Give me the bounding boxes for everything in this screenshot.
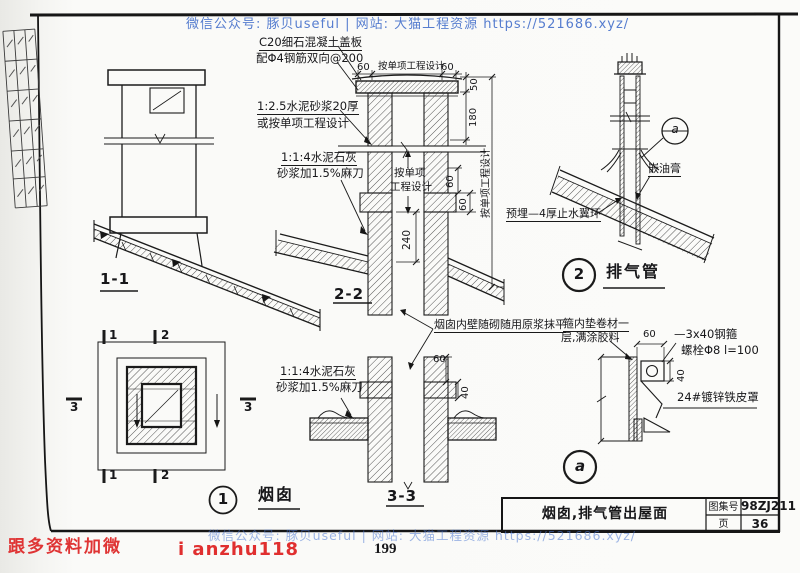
detail-a-circle-letter: a: [574, 457, 586, 475]
title-block-title: 烟囱,排气管出屋面: [541, 506, 669, 522]
plan-mark-3-right: 3: [244, 400, 253, 414]
plan-mark-3-left: 3: [70, 400, 79, 414]
flue-note-2: 工程设计: [390, 181, 432, 193]
watermark-red-wechat: i anzhu118: [178, 539, 300, 560]
watermark-red-left: 跟多资料加微: [8, 537, 122, 557]
note-sheet-cover: 24#镀锌铁皮罩: [677, 390, 759, 404]
page-number: 199: [374, 541, 397, 557]
dim-top-per-design: 按单项工程设计: [378, 61, 445, 72]
title-block-page-value: 36: [751, 517, 769, 531]
note-mortar-2: 或按单项工程设计: [257, 116, 349, 130]
plan-title: 烟囱: [258, 485, 295, 504]
note-pad-2: 层,满涂胶料: [561, 331, 620, 344]
vent-title: 排气管: [606, 262, 661, 281]
flue-note-1: 按单项: [394, 167, 426, 179]
vent-circle-number: 2: [573, 265, 585, 283]
dim-40-s3: 40: [460, 386, 471, 399]
note-pad-1: 箍内垫卷材一: [563, 317, 629, 333]
dim-240: 240: [401, 229, 413, 250]
plan-mark-2-top: 2: [161, 328, 170, 342]
dim-60-upper: 60: [445, 175, 456, 188]
dim-50: 50: [469, 78, 480, 91]
note-caulk: 嵌油膏: [648, 162, 681, 178]
note-concrete-cover-1: C20细石混凝土盖板: [259, 35, 363, 51]
note-lime-s3-1: 1:1:4水泥石灰: [280, 364, 356, 380]
note-hoop-2: 螺栓Φ8 l=100: [681, 343, 759, 357]
dim-top-left-60: 60: [357, 62, 370, 73]
binding-strip-table: [2, 28, 48, 209]
note-waterstop-ring: 预埋—4厚止水翼环: [506, 207, 601, 223]
detail-ref-a: a: [671, 122, 679, 136]
plan-circle-number: 1: [217, 490, 229, 508]
note-lime-s3-2: 砂浆加1.5%麻刀: [276, 380, 363, 394]
vent-detail-linework: [549, 53, 715, 293]
dim-180: 180: [468, 107, 479, 127]
plan-linework: [66, 330, 300, 515]
dim-60-s3: 60: [433, 354, 446, 365]
dim-top-right-60: 60: [441, 62, 454, 73]
elevation-1-1-linework: [93, 69, 321, 331]
detail-a-linework: [562, 340, 757, 485]
title-block-frame: [501, 497, 780, 533]
note-lime-s2-2: 砂浆加1.5%麻刀: [277, 166, 364, 180]
elevation-label: 1-1: [100, 270, 131, 288]
plan-mark-1-top: 1: [109, 328, 118, 342]
note-concrete-cover-2: 配Φ4钢筋双向@200: [256, 51, 364, 65]
section-3-3-linework: [309, 309, 497, 507]
note-hoop-1: —3x40钢箍: [674, 327, 738, 341]
plan-mark-2-bottom: 2: [161, 468, 170, 482]
title-block-atlas-value: 98ZJ211: [741, 499, 796, 513]
dim-60-detail-a: 60: [643, 329, 656, 340]
note-lime-s2-1: 1:1:4水泥石灰: [281, 150, 357, 166]
note-inner-wall: 烟囱内壁随砌随用原浆抹平: [434, 318, 566, 334]
title-block-page-label: 页: [718, 519, 729, 530]
section-2-2-label: 2-2: [334, 285, 365, 303]
title-block-atlas-label: 图集号: [708, 502, 739, 513]
dim-right-per-design: 按单项工程设计: [481, 148, 492, 218]
dim-60-lower: 60: [458, 198, 469, 211]
note-mortar-1: 1:2.5水泥砂浆20厚: [257, 99, 359, 115]
section-3-3-label: 3-3: [387, 487, 418, 505]
watermark-top: 微信公众号: 豚贝useful | 网站: 大猫工程资源 https://521…: [186, 17, 630, 32]
watermark-bottom: 微信公众号: 豚贝useful | 网站: 大猫工程资源 https://521…: [208, 528, 636, 543]
plan-mark-1-bottom: 1: [109, 468, 118, 482]
section-2-2-linework: [273, 45, 505, 316]
dim-40-detail-a: 40: [676, 369, 687, 382]
